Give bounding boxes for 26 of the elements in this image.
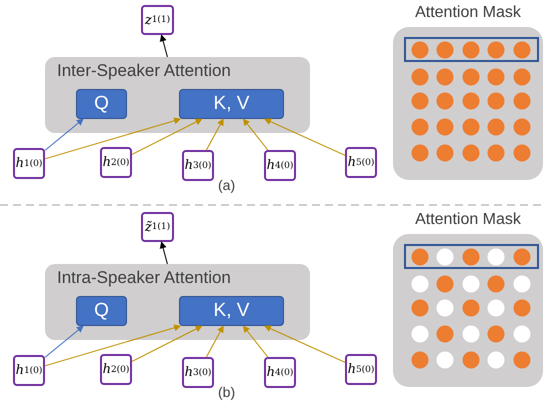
panel-title: Attention Mask bbox=[415, 211, 521, 228]
arrow bbox=[242, 325, 268, 358]
query-block: Q bbox=[76, 296, 127, 326]
query-block: Q bbox=[76, 89, 127, 119]
arrow bbox=[44, 324, 182, 366]
arrow bbox=[160, 241, 168, 264]
arrow bbox=[132, 326, 203, 362]
block-title: Intra-Speaker Attention bbox=[57, 268, 231, 288]
key-value-block: K, V bbox=[179, 296, 284, 326]
arrow bbox=[132, 118, 203, 155]
arrow bbox=[264, 325, 346, 363]
panel-title: Attention Mask bbox=[415, 4, 521, 21]
subfigure-label: (a) bbox=[218, 177, 236, 193]
arrow bbox=[44, 326, 84, 358]
arrow bbox=[160, 34, 168, 58]
attention-block bbox=[45, 57, 310, 133]
arrow bbox=[264, 118, 346, 156]
block-title: Inter-Speaker Attention bbox=[57, 61, 231, 81]
arrow bbox=[44, 118, 84, 151]
arrow bbox=[206, 118, 224, 150]
arrow bbox=[206, 325, 224, 358]
subfigure-label: (b) bbox=[218, 384, 236, 400]
arrow bbox=[44, 117, 182, 160]
arrow bbox=[242, 118, 268, 150]
key-value-block: K, V bbox=[179, 89, 284, 119]
attention-block bbox=[45, 264, 310, 340]
